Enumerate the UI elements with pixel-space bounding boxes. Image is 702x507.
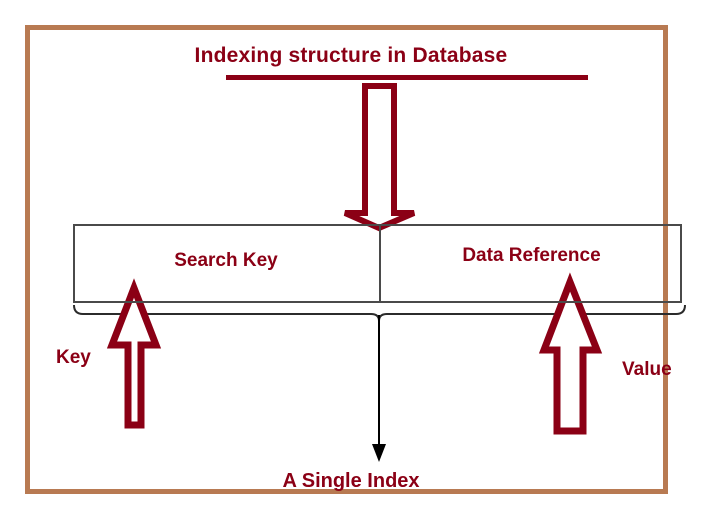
value-side-label: Value — [622, 359, 672, 380]
box-column-divider — [379, 224, 381, 303]
search-key-cell-label: Search Key — [174, 250, 278, 271]
page-title: Indexing structure in Database — [194, 44, 508, 67]
single-index-caption: A Single Index — [282, 470, 420, 492]
outer-frame-border — [25, 25, 668, 494]
data-reference-cell-label: Data Reference — [462, 245, 601, 266]
index-structure-box — [73, 224, 682, 303]
key-side-label: Key — [56, 347, 91, 368]
title-underline — [226, 75, 588, 80]
